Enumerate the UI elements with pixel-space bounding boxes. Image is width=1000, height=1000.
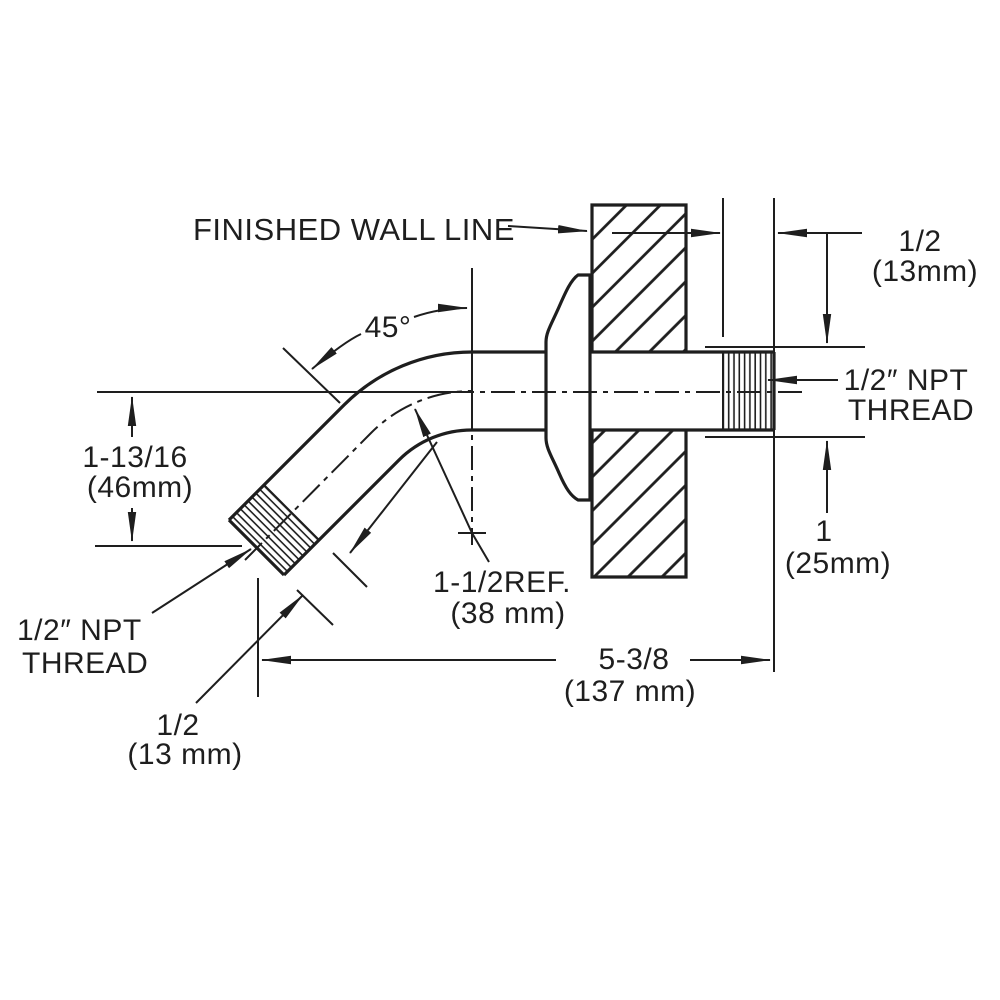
escutcheon-flange: [544, 273, 592, 502]
drop-mm: (46mm): [87, 471, 193, 504]
npt-left-leader-arrow: [151, 548, 252, 614]
wall-section: [590, 203, 688, 579]
outlet-thread-len-in: 1/2: [156, 709, 199, 742]
angle-label: 45°: [365, 311, 412, 344]
radius-mm: (38 mm): [450, 597, 565, 630]
drop-in: 1-13/16: [82, 441, 187, 474]
pipe-outer-edge: [227, 350, 774, 522]
radius-dim-arrow: [414, 408, 490, 563]
outlet-thread-tick-1: [332, 552, 368, 588]
overall-len-in: 5-3/8: [599, 643, 670, 676]
finished-wall-line-label: FINISHED WALL LINE: [193, 212, 515, 247]
pipe-inner-edge: [282, 428, 774, 577]
outlet-thread-len-mm: (13 mm): [127, 738, 242, 771]
overall-len-mm: (137 mm): [564, 675, 696, 708]
centerlines: [97, 268, 807, 561]
npt-right-label-1: 1/2″ NPT: [844, 364, 969, 397]
behind-wall-in: 1: [815, 515, 832, 548]
dimension-labels: FINISHED WALL LINE 45° 1/2 (13mm) 1/2″ N…: [17, 212, 978, 771]
wall-hatch-upper: [593, 206, 685, 351]
angle-leader-left-arrow: [311, 333, 362, 370]
wall-thread-len-mm: (13mm): [872, 255, 978, 288]
wall-thread-len-in: 1/2: [898, 225, 941, 258]
angle-leader-right-arrow: [413, 303, 468, 318]
behind-wall-mm: (25mm): [785, 547, 891, 580]
angle-tick: [282, 347, 341, 404]
outlet-thread-arrow-upper: [349, 441, 438, 554]
dimension-graphics: [95, 198, 865, 704]
finished-wall-leader-arrow: [507, 224, 588, 234]
outlet-thread-boundary: [263, 484, 320, 541]
wall-hatch-lower: [593, 431, 685, 576]
outlet-thread-arrow-lower: [195, 594, 304, 704]
npt-left-label-1: 1/2″ NPT: [17, 614, 142, 647]
npt-left-label-2: THREAD: [22, 647, 148, 680]
radius-in: 1-1/2REF.: [433, 566, 571, 599]
shower-arm-pipe: [227, 350, 776, 577]
npt-right-label-2: THREAD: [848, 394, 974, 427]
wall-outline: [590, 203, 688, 579]
diagonal-centerline: [244, 389, 473, 561]
